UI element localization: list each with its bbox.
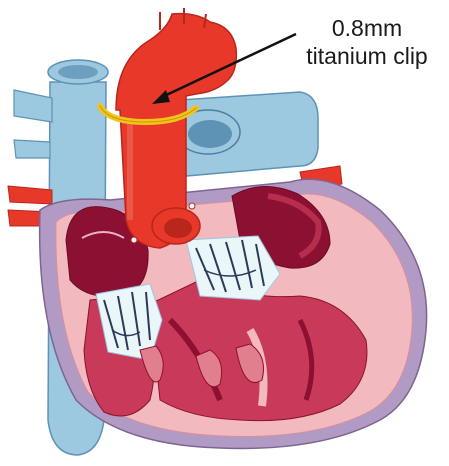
pulmonary-trunk — [176, 92, 318, 176]
annotation-line-1: 0.8mm — [292, 14, 442, 42]
clip-annotation: 0.8mm titanium clip — [292, 14, 442, 70]
annotation-line-2: titanium clip — [292, 42, 442, 70]
left-pulmonary-branches — [14, 90, 52, 158]
